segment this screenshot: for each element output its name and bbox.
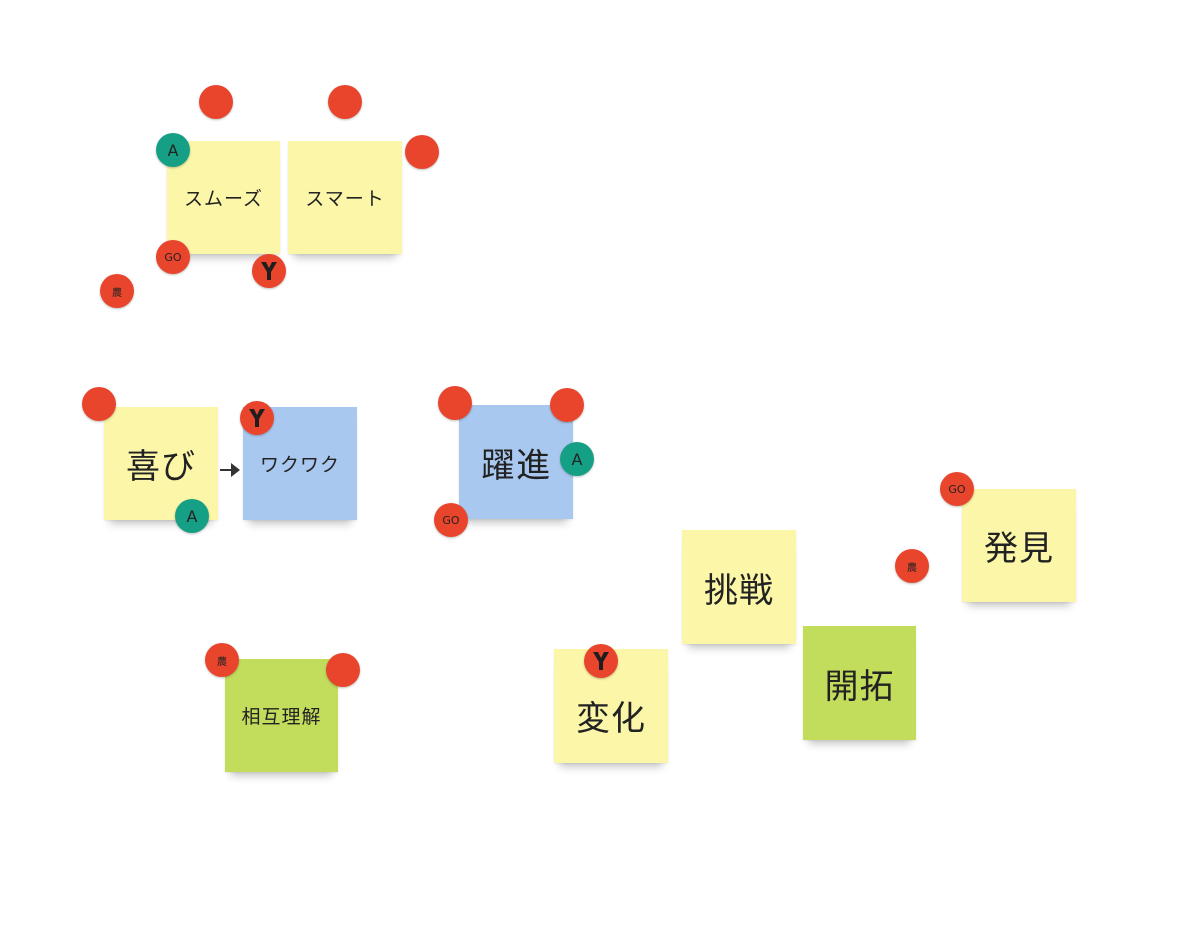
red-dot-sticker[interactable] (326, 653, 360, 687)
farm-badge-label: 農 (112, 287, 122, 299)
sticky-note-joy[interactable]: 喜び (104, 407, 218, 520)
red-dot-sticker[interactable] (328, 85, 362, 119)
y-logo-sticker[interactable] (252, 254, 286, 288)
a-badge-sticker[interactable]: A (560, 442, 594, 476)
red-dot-sticker[interactable] (199, 85, 233, 119)
y-letter-icon (249, 409, 265, 427)
red-dot-sticker[interactable] (550, 388, 584, 422)
red-dot-sticker[interactable] (438, 386, 472, 420)
sticky-note-text: 相互理解 (241, 706, 322, 728)
sticky-note-text: 喜び (126, 447, 196, 487)
go-badge-sticker[interactable]: GO (156, 240, 190, 274)
a-badge-label: A (571, 449, 583, 469)
a-badge-label: A (186, 506, 198, 526)
farm-badge-sticker[interactable]: 農 (100, 274, 134, 308)
go-badge-sticker[interactable]: GO (434, 503, 468, 537)
sticky-note-text: 変化 (576, 698, 646, 739)
sticky-note-challenge[interactable]: 挑戦 (682, 530, 796, 644)
sticky-note-text: 躍進 (481, 445, 551, 486)
y-letter-icon (593, 652, 609, 670)
go-badge-label: GO (164, 250, 182, 264)
sticky-note-mutual-understanding[interactable]: 相互理解 (225, 659, 338, 772)
sticky-note-text: スムーズ (183, 188, 264, 210)
red-dot-sticker[interactable] (405, 135, 439, 169)
go-badge-label: GO (442, 513, 460, 527)
sticky-note-text: ワクワク (259, 454, 340, 476)
farm-badge-label: 農 (907, 562, 917, 574)
sticky-note-text: 挑戦 (704, 570, 774, 611)
sticky-note-smart[interactable]: スマート (288, 141, 402, 254)
go-badge-sticker[interactable]: GO (940, 472, 974, 506)
y-logo-sticker[interactable] (240, 401, 274, 435)
farm-badge-label: 農 (217, 656, 227, 668)
sticky-note-discovery[interactable]: 発見 (962, 489, 1076, 602)
sticky-note-text: 開拓 (824, 666, 895, 707)
red-dot-sticker[interactable] (82, 387, 116, 421)
farm-badge-sticker[interactable]: 農 (895, 549, 929, 583)
go-badge-label: GO (948, 482, 966, 496)
sticky-note-text: 発見 (984, 529, 1054, 569)
sticky-note-text: スマート (305, 188, 385, 210)
y-logo-sticker[interactable] (584, 644, 618, 678)
sticky-note-leap[interactable]: 躍進 (459, 405, 573, 519)
a-badge-label: A (167, 140, 179, 160)
farm-badge-sticker[interactable]: 農 (205, 643, 239, 677)
sticky-note-excitement[interactable]: ワクワク (243, 407, 357, 520)
a-badge-sticker[interactable]: A (175, 499, 209, 533)
connector-arrow[interactable] (218, 458, 246, 482)
a-badge-sticker[interactable]: A (156, 133, 190, 167)
y-letter-icon (261, 262, 277, 280)
sticky-note-pioneer[interactable]: 開拓 (803, 626, 916, 740)
